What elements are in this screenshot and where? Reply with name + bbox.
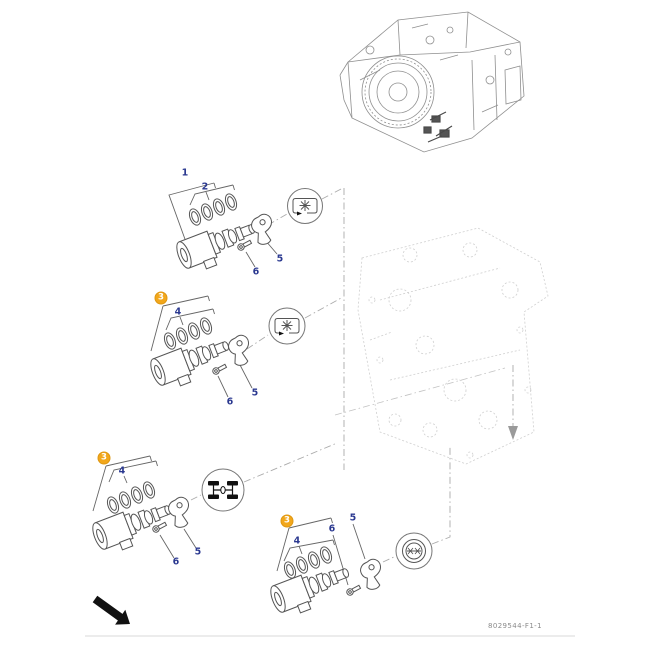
orientation-arrow	[92, 595, 130, 625]
callout-5-assembly-b[interactable]: 5	[251, 387, 259, 399]
four-wheel-drive-icon	[208, 481, 238, 499]
section-arrowhead	[508, 426, 518, 440]
solenoid-valve	[267, 558, 357, 622]
callout-5-assembly-d[interactable]: 5	[349, 512, 357, 524]
pto-clutch-icon	[292, 198, 318, 216]
transmission-overview-drawing	[339, 11, 525, 153]
callout-3-badge-assembly-b[interactable]: 3	[154, 291, 168, 305]
solenoid-assembly-b	[147, 295, 253, 398]
retaining-fork	[358, 557, 385, 592]
callout-3-badge-assembly-c[interactable]: 3	[97, 451, 111, 465]
detail-circle-4wd	[201, 468, 245, 512]
valve-housing-ghost-drawing	[334, 227, 549, 465]
detail-circle-pto-a	[287, 188, 323, 224]
callout-6-assembly-c[interactable]: 6	[172, 556, 180, 568]
callout-5-assembly-a[interactable]: 5	[276, 253, 284, 265]
solenoid-assembly-c	[89, 455, 197, 559]
callout-2-assembly-a[interactable]: 2	[201, 181, 209, 193]
solenoid-assembly-a	[168, 182, 278, 278]
callout-1-assembly-a[interactable]: 1	[181, 167, 189, 179]
differential-lock-icon	[402, 539, 426, 563]
callout-6-assembly-b[interactable]: 6	[226, 396, 234, 408]
solenoid-assembly-d	[267, 517, 385, 622]
retaining-bolt	[345, 583, 362, 597]
callout-4-assembly-d[interactable]: 4	[293, 535, 301, 547]
callout-4-assembly-c[interactable]: 4	[118, 465, 126, 477]
retaining-fork	[166, 495, 193, 530]
callout-5-assembly-c[interactable]: 5	[194, 546, 202, 558]
callout-6-assembly-a[interactable]: 6	[252, 266, 260, 278]
retaining-bolt	[211, 362, 228, 376]
detail-circle-pto-b	[268, 307, 306, 345]
callout-3-badge-assembly-d[interactable]: 3	[280, 514, 294, 528]
pto-clutch-icon	[274, 318, 300, 336]
detail-circle-difflock	[395, 532, 433, 570]
solenoid-valve	[173, 214, 263, 278]
figure-code: 8029544-F1-1	[488, 622, 542, 630]
callout-4-assembly-b[interactable]: 4	[174, 306, 182, 318]
retaining-bolt	[236, 238, 253, 252]
retaining-fork	[226, 333, 253, 368]
callout-6-assembly-d[interactable]: 6	[328, 523, 336, 535]
retaining-bolt	[151, 520, 168, 534]
retaining-fork	[249, 212, 276, 247]
